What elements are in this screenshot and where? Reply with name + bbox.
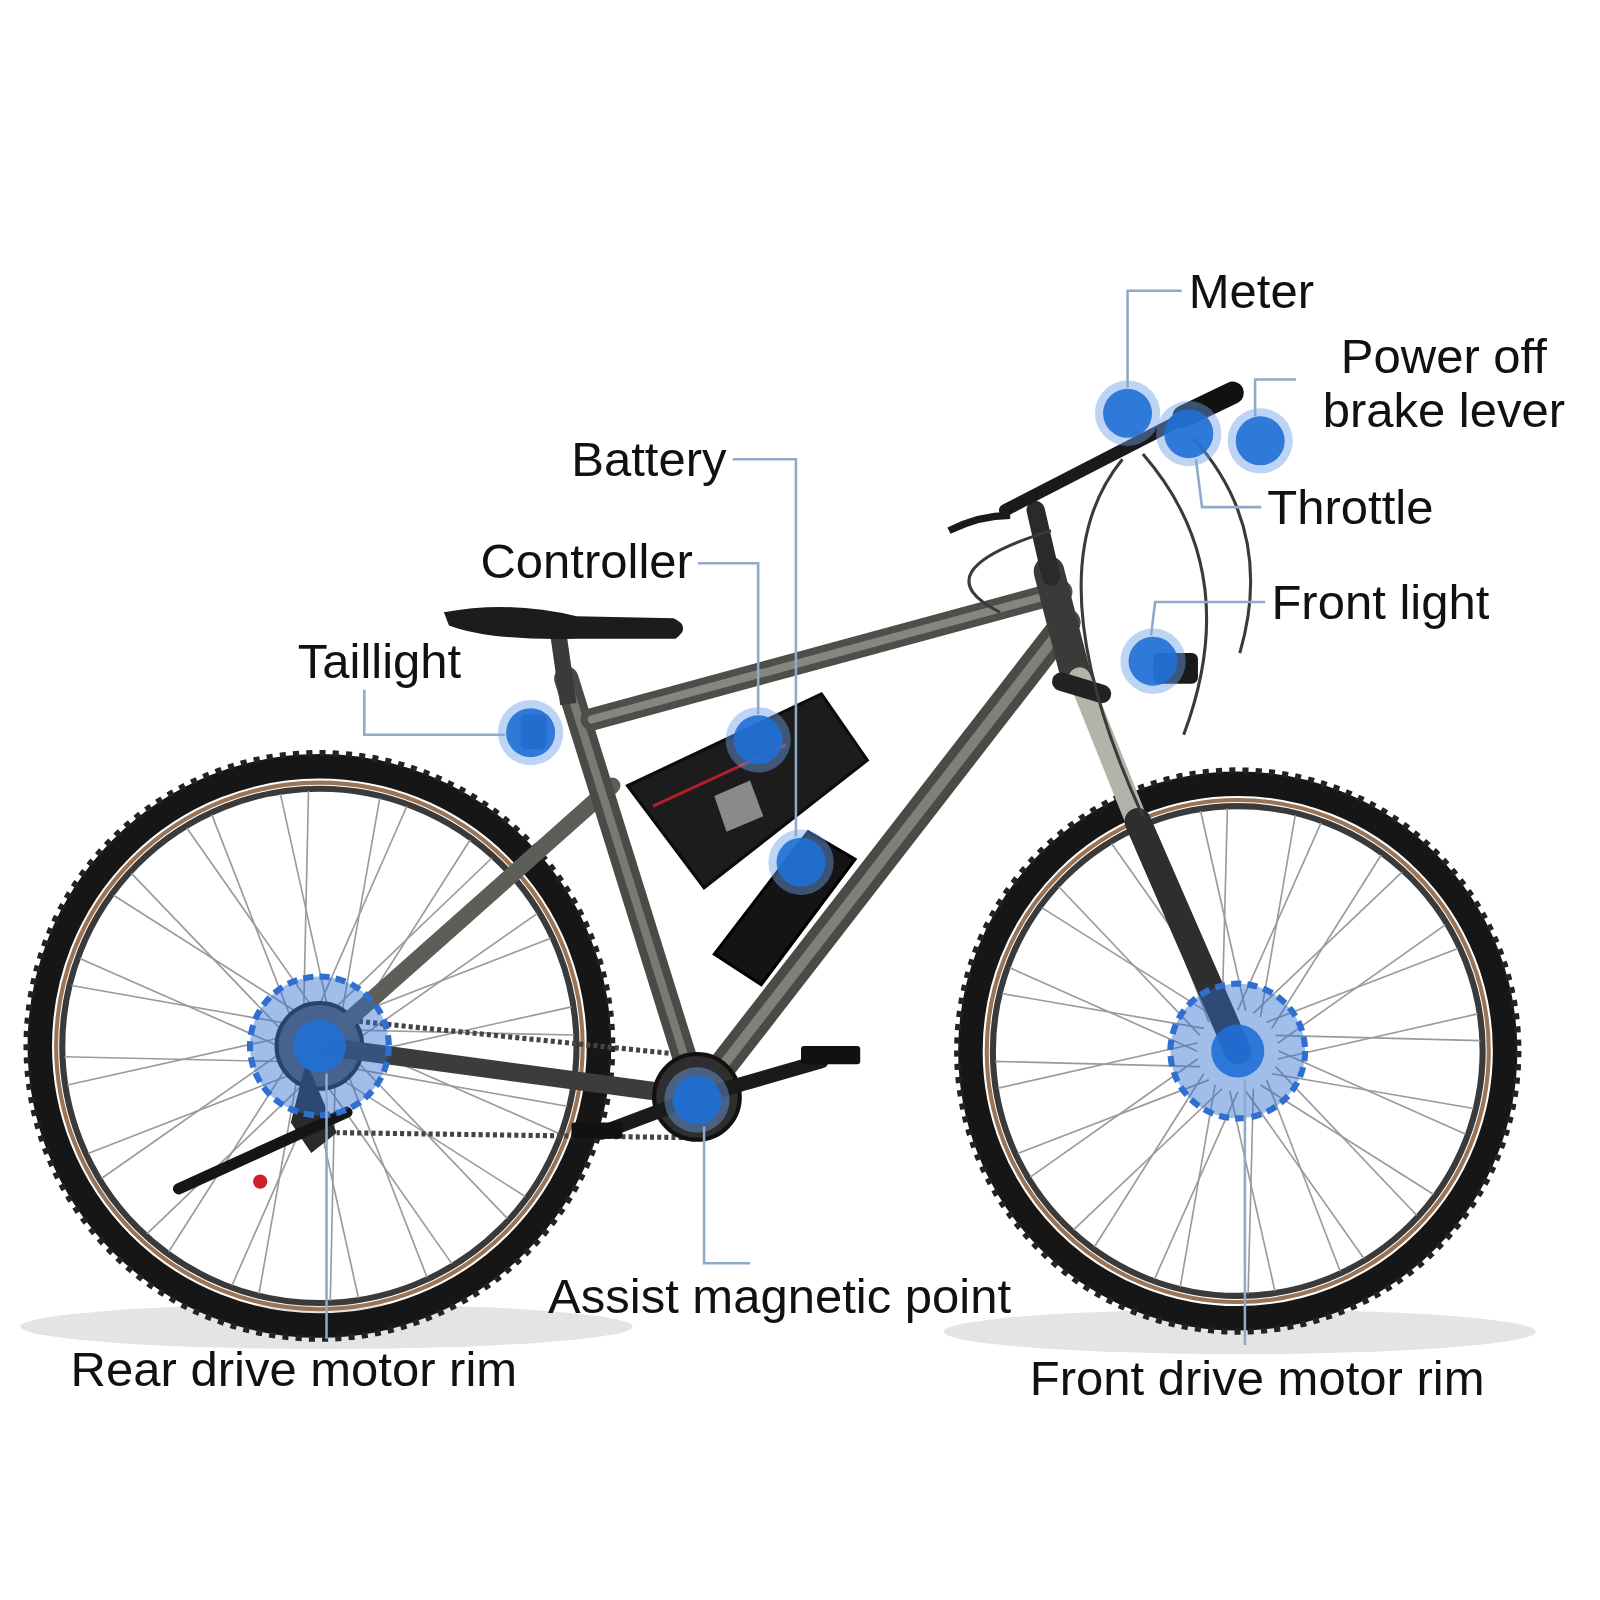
seatpost bbox=[558, 633, 568, 704]
leader-lines bbox=[327, 291, 1296, 1345]
front-rim bbox=[993, 806, 1483, 1296]
stem bbox=[1036, 510, 1051, 576]
wheels bbox=[27, 753, 1519, 1339]
pedal bbox=[571, 1122, 622, 1138]
part-label: Battery bbox=[571, 432, 726, 486]
part-label: Controller bbox=[480, 534, 692, 588]
saddle bbox=[444, 607, 683, 639]
marker-dots bbox=[293, 381, 1293, 1133]
front-tread bbox=[957, 770, 1518, 1331]
part-label: Meter bbox=[1189, 264, 1314, 318]
spoke bbox=[1246, 1091, 1364, 1258]
part-label: Front drive motor rim bbox=[1030, 1351, 1485, 1405]
chain bbox=[337, 1133, 697, 1138]
rear-rim bbox=[62, 789, 576, 1303]
spoke bbox=[1272, 1074, 1474, 1109]
front-rim-stripe bbox=[987, 800, 1489, 1302]
cables bbox=[969, 439, 1251, 817]
front-tire bbox=[970, 784, 1505, 1319]
chainring bbox=[654, 1054, 740, 1140]
spoke bbox=[342, 798, 380, 1012]
part-label: Power off brake lever bbox=[1299, 329, 1589, 437]
spoke bbox=[114, 895, 297, 1012]
front-motor-ring bbox=[1170, 984, 1305, 1119]
spoke bbox=[1002, 994, 1204, 1029]
pedal bbox=[801, 1046, 860, 1064]
part-label: Taillight bbox=[298, 634, 461, 688]
spoke bbox=[1094, 1074, 1203, 1247]
part-label: Front light bbox=[1271, 575, 1489, 629]
rear-tire bbox=[40, 766, 599, 1325]
part-label: Throttle bbox=[1267, 480, 1433, 534]
part-label: Rear drive motor rim bbox=[71, 1342, 518, 1396]
rear-motor-ring bbox=[250, 977, 389, 1116]
battery-pack bbox=[714, 832, 855, 985]
spoke bbox=[88, 1075, 290, 1154]
spoke bbox=[1074, 1089, 1223, 1230]
kickstand bbox=[179, 1112, 347, 1189]
spoke bbox=[1253, 872, 1402, 1013]
spoke bbox=[1267, 1080, 1341, 1271]
rear-rim-stripe bbox=[56, 783, 583, 1310]
spoke bbox=[131, 873, 281, 1030]
spokes bbox=[65, 791, 1481, 1301]
brake-lever-left bbox=[949, 515, 1010, 530]
spoke bbox=[1279, 1051, 1466, 1134]
rear-tread bbox=[27, 753, 613, 1339]
spoke bbox=[1010, 968, 1197, 1051]
bag-reflector bbox=[714, 781, 763, 832]
spoke bbox=[1272, 855, 1381, 1028]
kickstand-reflector bbox=[253, 1174, 267, 1188]
part-label: Assist magnetic point bbox=[548, 1269, 1011, 1323]
